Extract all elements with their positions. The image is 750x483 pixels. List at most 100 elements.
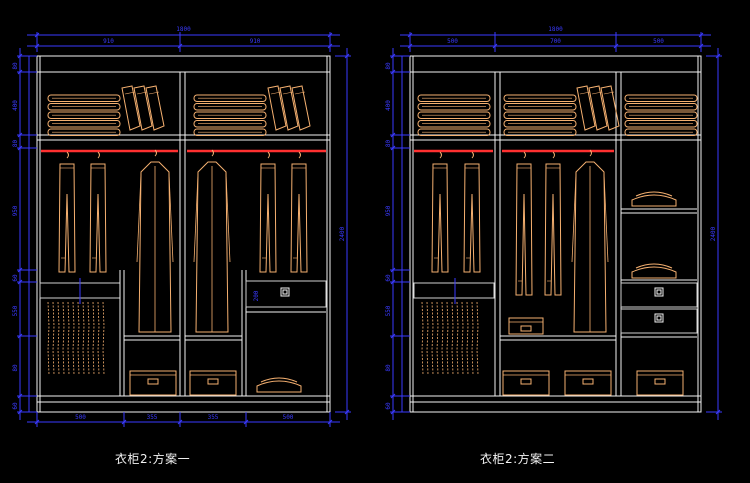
tie-rack-item: [72, 301, 75, 375]
height-segment-label: 950: [385, 205, 392, 216]
folded-shirt: [624, 111, 698, 119]
drawer-knob-inner: [656, 289, 662, 295]
folded-shirt: [193, 120, 267, 128]
section-width-label: 500: [447, 38, 458, 45]
section-width-label: 910: [250, 38, 261, 45]
hanging-pants: [544, 163, 562, 296]
section-width-label: 500: [653, 38, 664, 45]
folded-shirt: [503, 94, 577, 102]
folded-shirt: [624, 120, 698, 128]
folded-shirt: [503, 128, 577, 136]
folded-shirt: [624, 103, 698, 111]
overall-height-label: 2400: [339, 226, 346, 241]
height-segment-label: 550: [385, 305, 392, 316]
height-segment-label: 80: [12, 364, 19, 372]
folded-shirt: [503, 103, 577, 111]
drawer-front: [620, 308, 698, 334]
height-segment-label: 80: [385, 140, 392, 148]
tie-rack-item: [446, 301, 449, 375]
storage-box: [129, 370, 177, 396]
standing-shirt: [121, 85, 141, 131]
hanging-pants: [431, 163, 449, 273]
box-handle: [520, 325, 532, 332]
standing-shirt: [600, 85, 620, 131]
folded-shirt: [193, 128, 267, 136]
height-segment-label: 60: [385, 274, 392, 282]
height-segment-label: 60: [385, 402, 392, 410]
height-segment-label: 80: [12, 140, 19, 148]
hanger-hook: [211, 149, 214, 157]
coat-sleeve: [136, 173, 142, 263]
shirt-fold-line: [124, 91, 136, 95]
hanging-pants: [58, 163, 76, 273]
folded-pile: [256, 380, 302, 393]
standing-shirt: [588, 85, 608, 131]
plan-1-caption: 衣柜2:方案一: [115, 452, 191, 466]
standing-shirt: [133, 85, 153, 131]
overall-height-label: 2400: [710, 226, 717, 241]
height-segment-label: 400: [12, 100, 19, 111]
folded-shirt: [47, 128, 121, 136]
drawer-knob: [280, 287, 290, 297]
height-segment-label: 400: [385, 100, 392, 111]
folded-shirt: [193, 103, 267, 111]
tie-rack-item: [466, 301, 469, 375]
folded-shirt: [503, 111, 577, 119]
tie-rack-item: [476, 301, 479, 375]
folded-shirt: [47, 120, 121, 128]
tie-rack-item: [47, 301, 50, 375]
cabinet-outline: [409, 55, 702, 413]
coat-sleeve: [225, 173, 231, 263]
bottom-width-label: 500: [75, 414, 86, 421]
hanger-hook: [439, 151, 442, 159]
hanger-hook: [66, 151, 69, 159]
hanger-hook: [471, 151, 474, 159]
drawer-knob: [654, 313, 664, 323]
drawer-front: [620, 282, 698, 308]
shirt-fold-line: [270, 91, 282, 95]
hanger-hook: [154, 149, 157, 157]
folded-shirt: [417, 94, 491, 102]
shirt-fold-line: [282, 91, 294, 95]
height-segment-label: 60: [12, 402, 19, 410]
hanging-pants: [89, 163, 107, 273]
tie-rack-item: [102, 301, 105, 375]
box-handle: [654, 378, 666, 385]
drawer-height-label: 200: [253, 290, 260, 301]
hanger-hook: [523, 151, 526, 159]
tie-rack-item: [77, 301, 80, 375]
coat-sleeve: [193, 173, 199, 263]
drawer-knob: [654, 287, 664, 297]
tie-rack-item: [451, 301, 454, 375]
storage-box: [189, 370, 237, 396]
folded-shirt: [47, 94, 121, 102]
standing-shirt: [267, 85, 287, 131]
overall-width-label: 1800: [548, 26, 563, 33]
hanger-hook: [298, 151, 301, 159]
height-segment-label: 950: [12, 205, 19, 216]
hanger-hook: [589, 149, 592, 157]
folded-pile: [631, 266, 677, 279]
storage-box: [508, 317, 544, 335]
tie-rack-item: [67, 301, 70, 375]
box-handle: [520, 378, 532, 385]
section-width-label: 910: [103, 38, 114, 45]
shirt-fold-line: [294, 91, 306, 95]
bottom-width-label: 355: [208, 414, 219, 421]
hanger-hook: [97, 151, 100, 159]
folded-shirt: [624, 128, 698, 136]
bottom-width-label: 500: [283, 414, 294, 421]
folded-shirt: [503, 120, 577, 128]
cabinet-outline: [36, 55, 331, 413]
coat-sleeve: [571, 173, 577, 263]
tie-rack-item: [97, 301, 100, 375]
tie-rack-item: [62, 301, 65, 375]
bottom-width-label: 355: [147, 414, 158, 421]
drawer-front: [413, 282, 495, 299]
drawer-knob-inner: [656, 315, 662, 321]
hanger-hook: [552, 151, 555, 159]
standing-shirt: [291, 85, 311, 131]
